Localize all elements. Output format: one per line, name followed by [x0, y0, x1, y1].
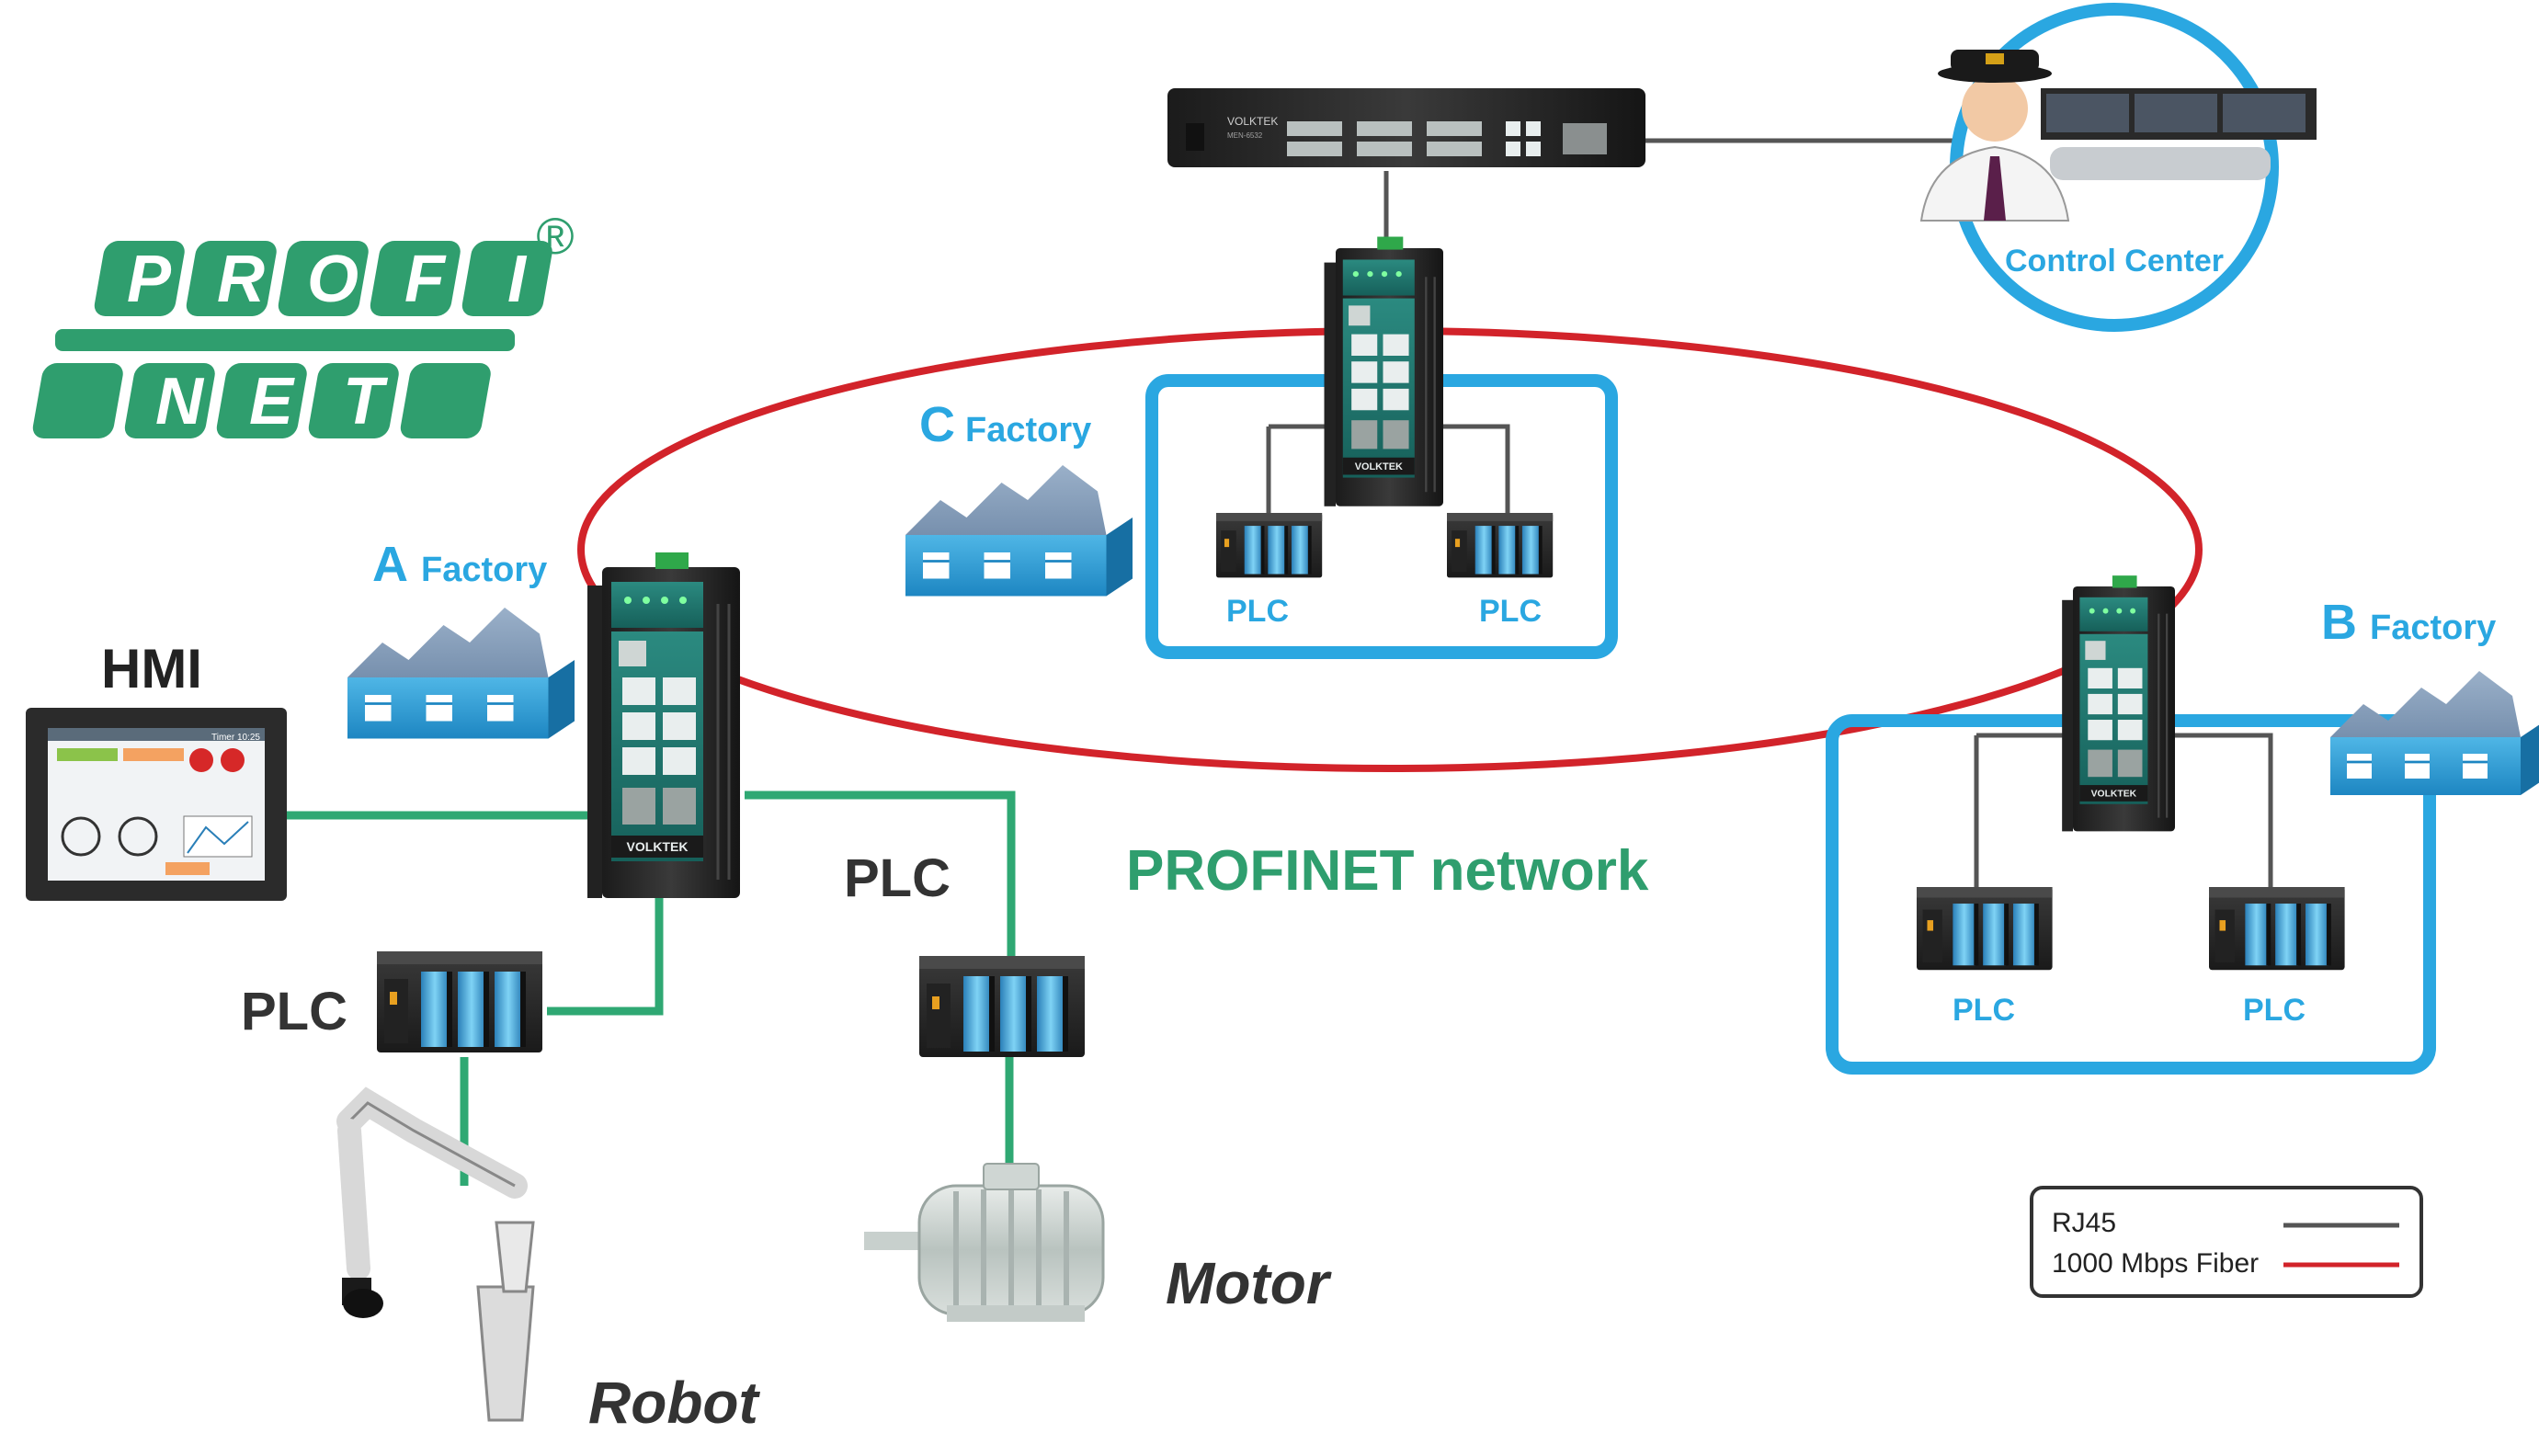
legend: RJ45 1000 Mbps Fiber: [2030, 1186, 2423, 1298]
logo-row-2: N E T: [32, 363, 491, 438]
logo-letter-n: N: [155, 365, 205, 438]
factory-c-letter: C: [919, 397, 955, 452]
factory-b-letter: B: [2321, 595, 2357, 650]
control-center-label: Control Center: [2005, 244, 2224, 279]
logo-letter-o: O: [307, 243, 359, 316]
switch-c: [1323, 235, 1445, 507]
factory-a-building: [346, 606, 576, 740]
factory-a-word: Factory: [421, 551, 547, 589]
logo-letter-f: F: [404, 243, 447, 316]
legend-fiber-label: 1000 Mbps Fiber: [2052, 1248, 2259, 1279]
plc-mid-rack: [919, 956, 1085, 1057]
registered-mark: ®: [536, 207, 574, 265]
hmi-label: HMI: [101, 638, 202, 700]
plc-c1-label: PLC: [1226, 594, 1289, 629]
factory-c-word: Factory: [965, 411, 1091, 449]
motor-label: Motor: [1166, 1250, 1332, 1316]
logo-letter-p: P: [127, 243, 172, 316]
robot-label: Robot: [588, 1370, 761, 1436]
plc-left-rack: [377, 951, 542, 1052]
plc-c2-rack: [1447, 513, 1554, 578]
legend-rj45-label: RJ45: [2052, 1208, 2116, 1238]
operator-icon: [1919, 50, 2070, 222]
profinet-logo: P R O F I N E T ®: [32, 207, 575, 438]
plc-mid-label: PLC: [844, 848, 951, 908]
core-switch: VOLKTEK MEN-6532: [1167, 88, 1645, 167]
factory-a-letter: A: [372, 537, 408, 592]
robot-arm-icon: [336, 1086, 535, 1422]
plc-b2-label: PLC: [2243, 993, 2306, 1028]
plc-b1-label: PLC: [1953, 993, 2015, 1028]
plc-b2-rack: [2209, 887, 2345, 971]
logo-letter-r: R: [217, 243, 265, 316]
core-switch-brand: VOLKTEK: [1227, 115, 1278, 128]
logo-letter-t: T: [343, 365, 389, 438]
hmi-timer: Timer 10:25: [211, 733, 260, 743]
motor-icon: [864, 1163, 1105, 1322]
core-switch-model: MEN-6532: [1227, 131, 1263, 140]
factory-b-word: Factory: [2370, 609, 2496, 647]
control-center: Control Center: [1919, 3, 2317, 332]
plc-b1-rack: [1917, 887, 2053, 971]
logo-letter-i: I: [507, 243, 528, 316]
logo-row-1: P R O F I: [94, 241, 552, 316]
factory-b-building: [2328, 669, 2539, 797]
hmi-panel: Timer 10:25: [26, 708, 287, 901]
plc-c2-label: PLC: [1479, 594, 1542, 629]
plc-c1-rack: [1216, 513, 1323, 578]
green-links: [287, 791, 1016, 1186]
network-label: PROFINET network: [1126, 839, 1649, 903]
switch-b: [2061, 574, 2177, 833]
logo-letter-e: E: [249, 365, 295, 438]
plc-left-label: PLC: [241, 982, 347, 1041]
factory-c-building: [904, 463, 1134, 597]
switch-a: [586, 551, 742, 900]
